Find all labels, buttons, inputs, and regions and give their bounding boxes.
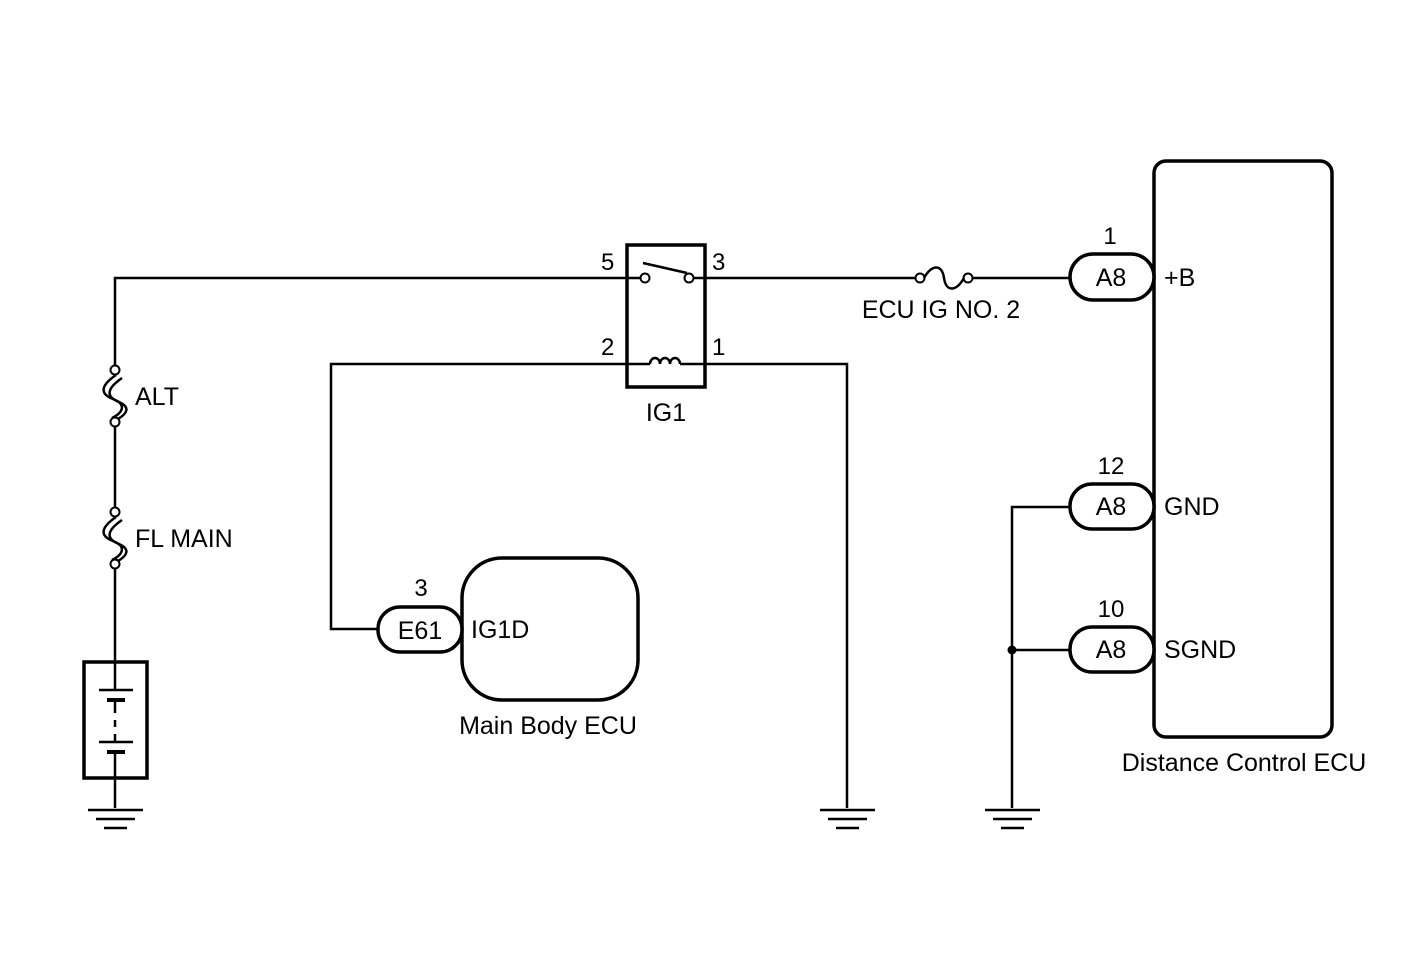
- distance-control-ecu-box: [1152, 159, 1334, 739]
- e61-connector: [376, 605, 464, 654]
- pin-number-gnd: 12: [1098, 453, 1125, 480]
- battery-ground-icon: [88, 808, 143, 830]
- a8-connector-plus-b: [1068, 252, 1156, 302]
- e61-connector-name: E61: [398, 617, 442, 645]
- fl-main-label: FL MAIN: [135, 525, 233, 553]
- a8-name-sgnd: A8: [1096, 636, 1127, 664]
- relay-pin-3: 3: [712, 249, 725, 276]
- pin-number-plus-b: 1: [1103, 223, 1116, 250]
- a8-name-gnd: A8: [1096, 493, 1127, 521]
- coil-to-ground-wire: [705, 362, 849, 808]
- relay-switch-icon: [627, 261, 705, 284]
- alt-fusible-link: [102, 364, 128, 428]
- terminal-gnd: GND: [1164, 493, 1220, 521]
- relay-label: IG1: [646, 399, 686, 427]
- ecu-ground-icon: [985, 808, 1040, 830]
- splice-point: [1007, 645, 1017, 655]
- fl-main-fusible-link: [102, 506, 128, 570]
- supply-wire: [113, 276, 627, 370]
- ecu-ig-fuse-icon: [914, 266, 974, 290]
- coil-to-main-body-wire: [329, 362, 627, 631]
- relay-pin-1: 1: [712, 334, 725, 361]
- ig1-relay-box: [625, 243, 707, 389]
- pin-number-sgnd: 10: [1098, 596, 1125, 623]
- distance-control-ecu-label: Distance Control ECU: [1122, 749, 1367, 777]
- ig1d-terminal-label: IG1D: [471, 616, 529, 644]
- terminal-sgnd: SGND: [1164, 636, 1236, 664]
- main-body-ecu-label: Main Body ECU: [459, 712, 637, 740]
- e61-pin-number: 3: [414, 575, 427, 602]
- relay-pin-2: 2: [601, 334, 614, 361]
- gnd-wire: [1010, 505, 1070, 808]
- a8-name-plus-b: A8: [1096, 264, 1127, 292]
- relay-pin-5: 5: [601, 249, 614, 276]
- relay-ground-icon: [820, 808, 875, 830]
- alt-label: ALT: [135, 383, 179, 411]
- battery-symbol: [82, 660, 149, 808]
- relay-coil-icon: [627, 356, 705, 366]
- ecu-ig-fuse-label: ECU IG NO. 2: [862, 296, 1020, 324]
- terminal-plus-b: +B: [1164, 264, 1195, 292]
